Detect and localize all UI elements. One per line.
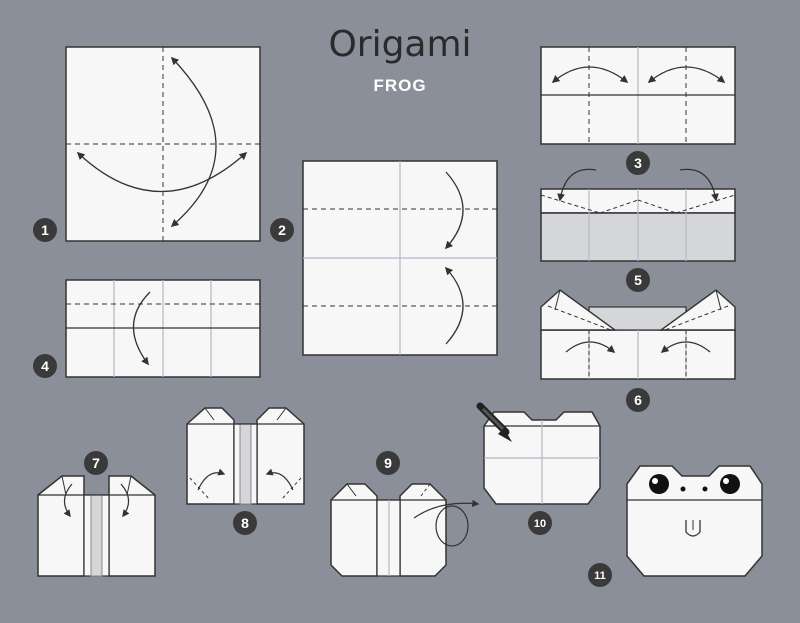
page-subtitle: FROG xyxy=(373,76,427,95)
step-5-diagram xyxy=(540,168,736,262)
step-6-number: 6 xyxy=(634,392,642,408)
step-9-number: 9 xyxy=(384,455,392,471)
pencil-icon xyxy=(476,402,512,442)
step-6-diagram xyxy=(540,289,736,380)
step-4-number: 4 xyxy=(41,358,49,374)
step-9-badge: 9 xyxy=(376,451,400,475)
step-1-diagram xyxy=(65,46,261,242)
step-1-badge: 1 xyxy=(33,218,57,242)
page-title: Origami xyxy=(328,24,472,65)
step-11-number: 11 xyxy=(594,570,606,582)
step-11-badge: 11 xyxy=(588,563,612,587)
step-7-diagram xyxy=(37,475,156,577)
step-1-number: 1 xyxy=(41,222,49,238)
step-10-badge: 10 xyxy=(528,511,552,535)
step-8-diagram xyxy=(186,407,305,505)
step-5-number: 5 xyxy=(634,272,642,288)
step-11-diagram xyxy=(626,465,763,577)
step-6-badge: 6 xyxy=(626,388,650,412)
step-2-badge: 2 xyxy=(270,218,294,242)
step-5-badge: 5 xyxy=(626,268,650,292)
step-8-number: 8 xyxy=(241,515,249,531)
step-7-badge: 7 xyxy=(84,451,108,475)
step-9-diagram xyxy=(330,483,480,577)
step-10-diagram xyxy=(476,402,601,505)
step-7-number: 7 xyxy=(92,455,100,471)
step-2-diagram xyxy=(302,160,498,356)
step-2-number: 2 xyxy=(278,222,286,238)
step-3-number: 3 xyxy=(634,155,642,171)
step-10-number: 10 xyxy=(534,518,546,530)
step-4-badge: 4 xyxy=(33,354,57,378)
step-4-diagram xyxy=(65,279,261,378)
step-3-badge: 3 xyxy=(626,151,650,175)
step-8-badge: 8 xyxy=(233,511,257,535)
step-3-diagram xyxy=(540,46,736,145)
